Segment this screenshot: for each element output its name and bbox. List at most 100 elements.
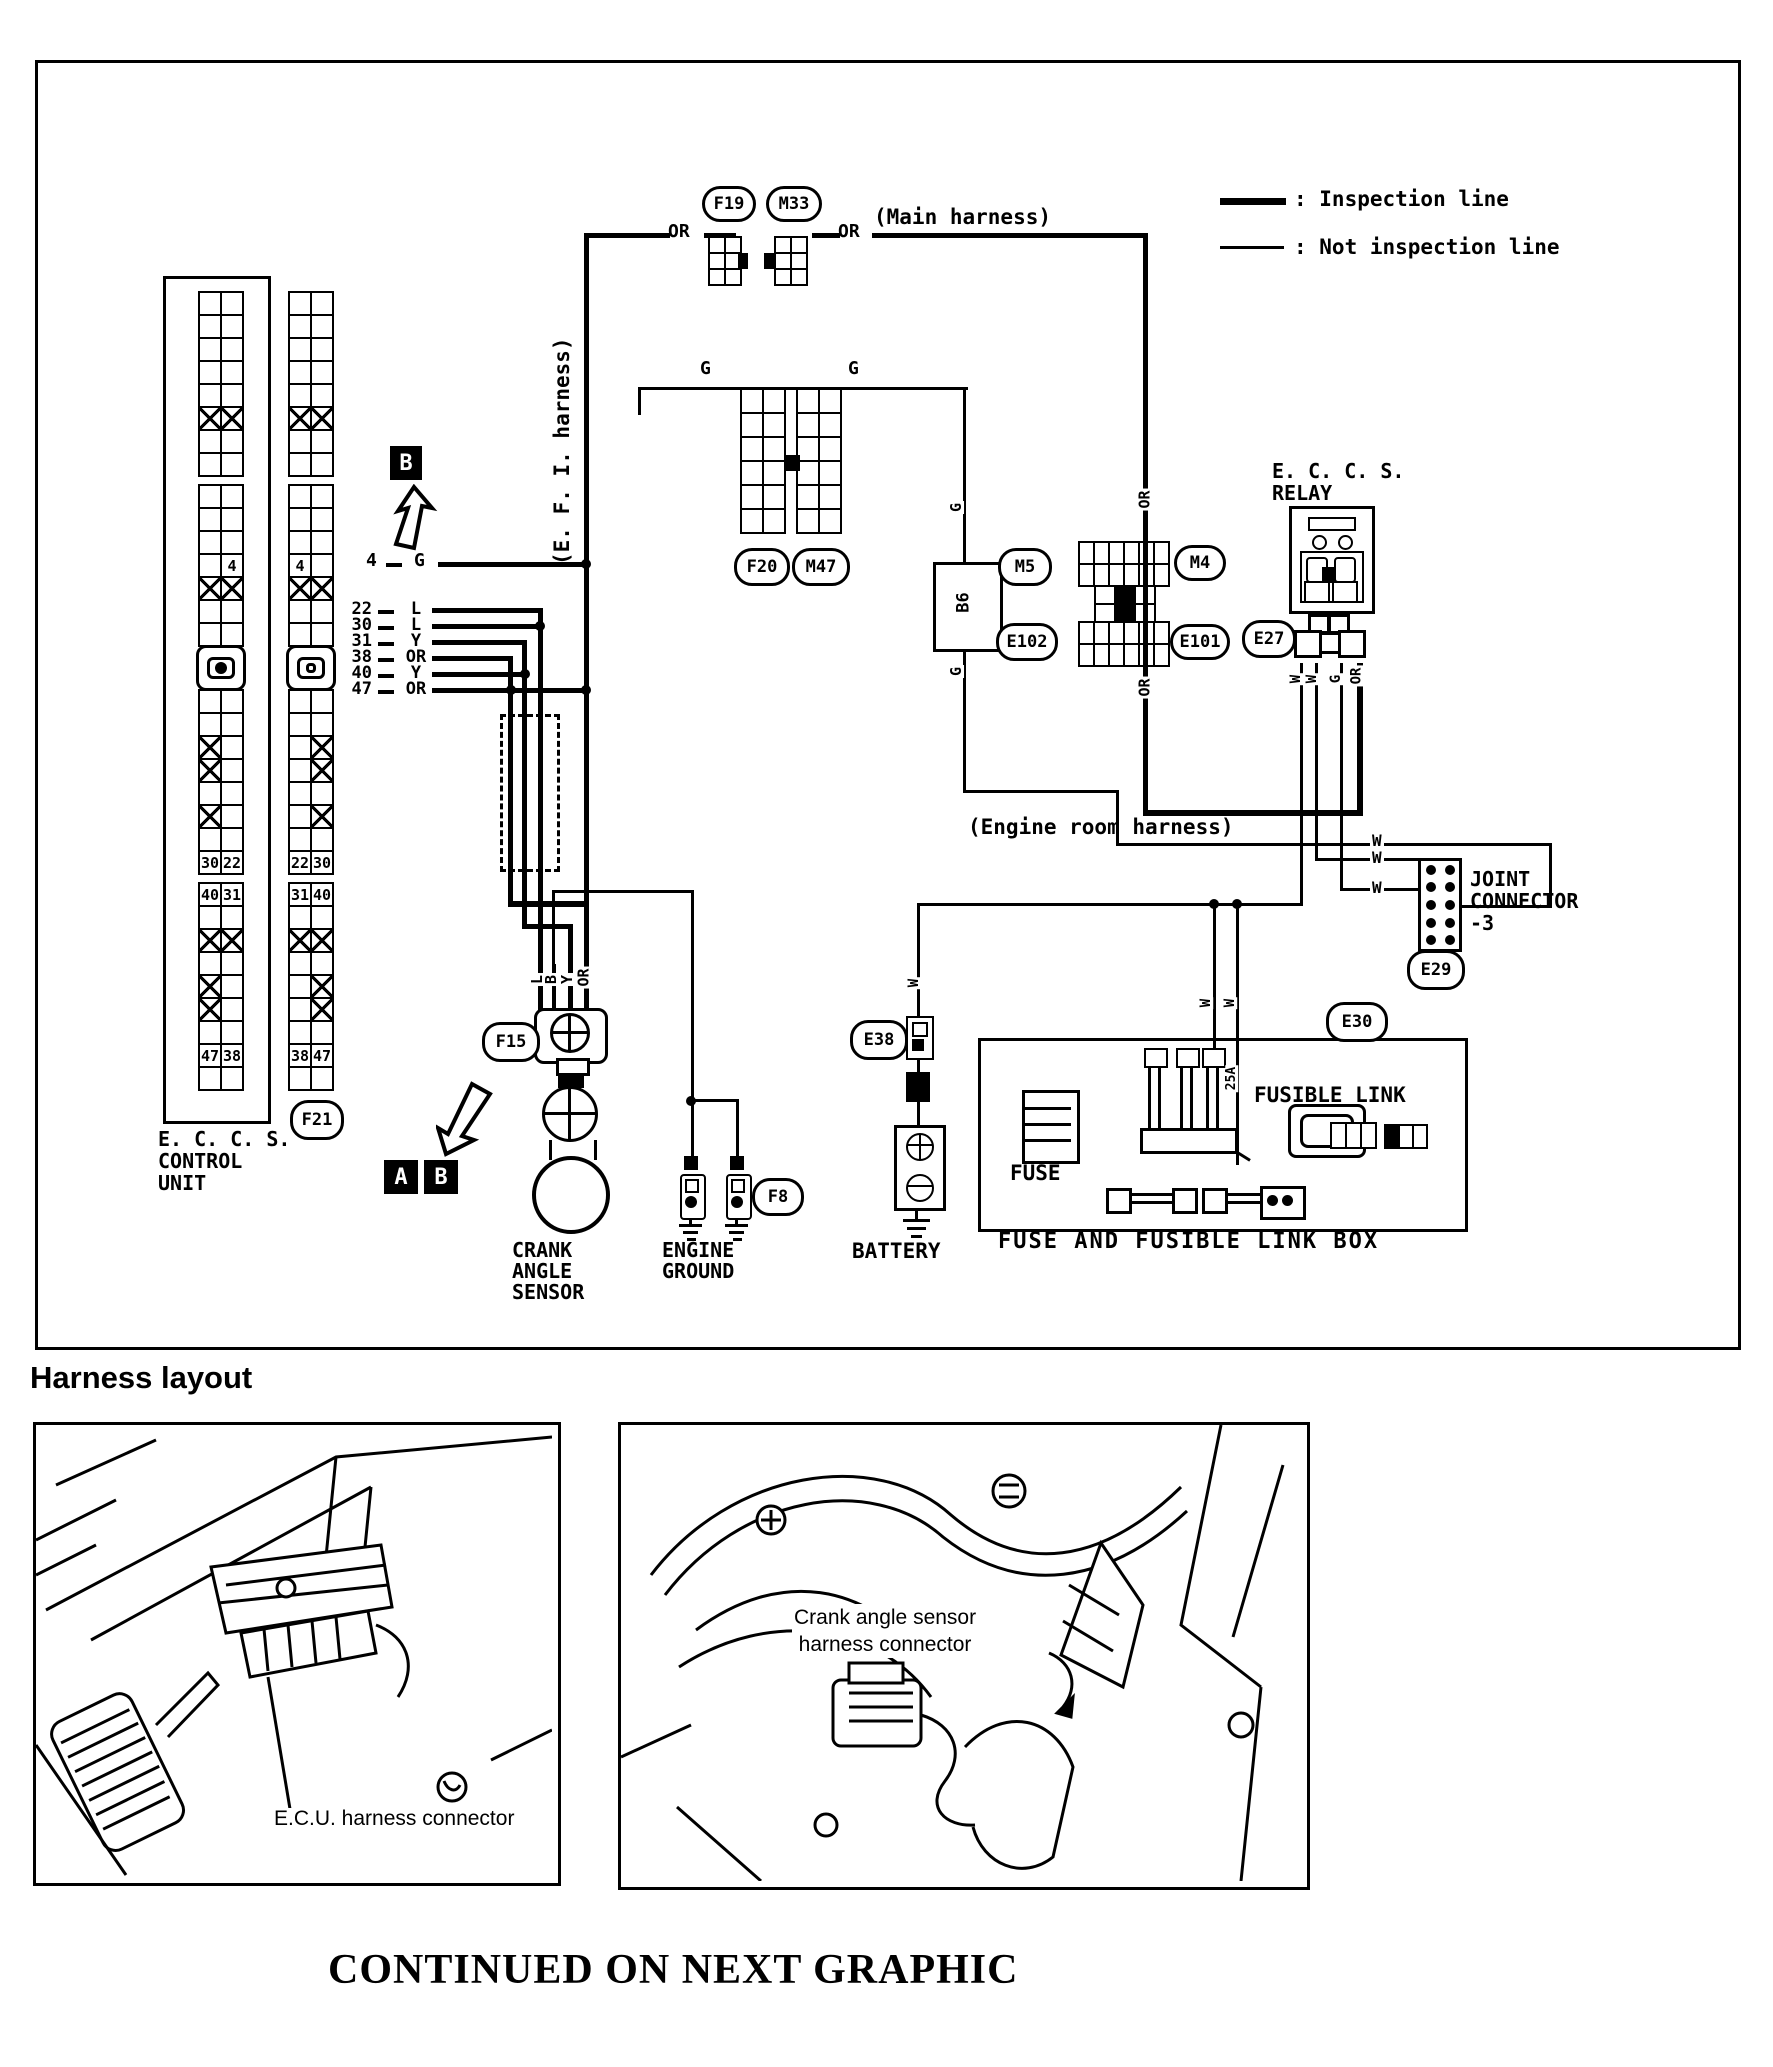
grid-row bbox=[198, 452, 246, 477]
fusible-link-prong bbox=[1176, 1048, 1200, 1068]
grid-row bbox=[740, 436, 786, 462]
wire bbox=[1143, 810, 1363, 816]
wire bbox=[586, 233, 670, 238]
pin-number: 22 bbox=[351, 599, 372, 619]
connector-tab bbox=[556, 1058, 590, 1076]
wire-color-label: G bbox=[1328, 672, 1345, 686]
joint-connector-pin bbox=[1425, 864, 1436, 875]
connector-f20-grid bbox=[740, 388, 786, 534]
pin-dash bbox=[378, 674, 394, 678]
diagnostic-socket bbox=[286, 645, 336, 691]
grid-row bbox=[288, 928, 336, 953]
grid-cell bbox=[288, 406, 312, 431]
wire bbox=[736, 1099, 739, 1158]
connector-label-f19: F19 bbox=[702, 186, 756, 222]
connector-cavity bbox=[912, 1022, 928, 1037]
wire bbox=[1454, 905, 1552, 908]
ground-icon bbox=[911, 1235, 922, 1238]
wire bbox=[1213, 903, 1216, 1053]
grid-row bbox=[198, 997, 246, 1022]
grid-cell bbox=[198, 429, 222, 454]
junction-dot bbox=[581, 685, 591, 695]
grid-cell bbox=[198, 827, 222, 852]
grid-cell bbox=[762, 508, 786, 534]
grid-row bbox=[796, 436, 842, 462]
relay-coil bbox=[1322, 567, 1336, 583]
legend-inspection-label: : Inspection line bbox=[1294, 187, 1509, 211]
wire bbox=[1357, 663, 1363, 816]
wire bbox=[432, 608, 542, 613]
grid-row bbox=[198, 758, 246, 783]
grid-cell bbox=[220, 974, 244, 999]
grid-cell bbox=[198, 804, 222, 829]
grid-cell bbox=[198, 735, 222, 760]
fuse-box-caption: FUSE AND FUSIBLE LINK BOX bbox=[998, 1229, 1380, 1254]
text-line: ENGINE bbox=[662, 1238, 735, 1262]
wire-color-label: OR bbox=[1348, 665, 1365, 687]
grid-cell bbox=[762, 460, 786, 486]
pin-number-cell: 38 bbox=[288, 1043, 312, 1068]
wire bbox=[432, 640, 527, 645]
joint-connector-pin bbox=[1425, 882, 1436, 893]
grid-cell bbox=[310, 530, 334, 555]
fuse-icon bbox=[1022, 1090, 1080, 1164]
wire bbox=[522, 674, 527, 928]
grid-cell bbox=[1153, 621, 1170, 645]
battery-minus-h bbox=[908, 1185, 932, 1187]
grid-row: 4 bbox=[288, 553, 336, 578]
grid-cell bbox=[220, 804, 244, 829]
pin-dash bbox=[378, 642, 394, 646]
grid-row bbox=[198, 576, 246, 601]
link-line bbox=[1124, 1201, 1174, 1204]
ground-icon bbox=[733, 1238, 742, 1241]
grid-cell bbox=[1094, 603, 1116, 623]
wire-terminal bbox=[730, 1156, 744, 1170]
socket-face bbox=[297, 657, 325, 679]
connector-e27 bbox=[1338, 630, 1366, 658]
text-line: E. C. C. S. bbox=[158, 1127, 291, 1151]
grid-cell bbox=[762, 388, 786, 414]
ground-connector bbox=[726, 1174, 752, 1220]
continued-footer: CONTINUED ON NEXT GRAPHIC bbox=[328, 1947, 1019, 1993]
grid-cell bbox=[740, 412, 764, 438]
grid-row bbox=[288, 1066, 336, 1091]
wire-efi-trunk bbox=[584, 233, 589, 966]
pin-number: 38 bbox=[351, 647, 372, 667]
grid-row bbox=[198, 622, 246, 647]
wire bbox=[704, 233, 736, 238]
view-marker-b: B bbox=[424, 1160, 458, 1194]
grid-cell bbox=[310, 314, 334, 339]
connector-label-e102: E102 bbox=[996, 623, 1058, 661]
grid-cell bbox=[288, 599, 312, 624]
grid-cell bbox=[198, 484, 222, 509]
wire bbox=[522, 924, 573, 929]
wire bbox=[552, 890, 694, 893]
grid-cell bbox=[310, 951, 334, 976]
grid-cell bbox=[1360, 1122, 1377, 1149]
ground-icon bbox=[903, 1219, 930, 1222]
grid-cell bbox=[220, 337, 244, 362]
joint-connector-pin bbox=[1425, 899, 1436, 910]
connector-m47-grid bbox=[796, 388, 842, 534]
text-line: GROUND bbox=[662, 1259, 735, 1283]
legend-not-inspection-line-sample bbox=[1220, 246, 1284, 249]
pin-number-cell: 38 bbox=[220, 1043, 244, 1068]
wire-color-label: W bbox=[1370, 878, 1384, 897]
grid-cell bbox=[740, 460, 764, 486]
grid-row bbox=[198, 712, 246, 737]
grid-cell bbox=[220, 507, 244, 532]
grid-cell bbox=[796, 484, 820, 510]
wire bbox=[1236, 903, 1239, 1165]
relay-terminal bbox=[1312, 535, 1327, 550]
grid-cell bbox=[198, 1066, 222, 1091]
grid-cell bbox=[198, 406, 222, 431]
wire-color-label: OR bbox=[668, 221, 690, 242]
pin-number-cell: 4 bbox=[220, 553, 244, 578]
grid-cell bbox=[288, 827, 312, 852]
grid-cell bbox=[288, 507, 312, 532]
link-dot bbox=[1282, 1195, 1293, 1206]
grid-cell bbox=[310, 484, 334, 509]
relay-terminal bbox=[1338, 535, 1353, 550]
wire bbox=[917, 1056, 920, 1072]
